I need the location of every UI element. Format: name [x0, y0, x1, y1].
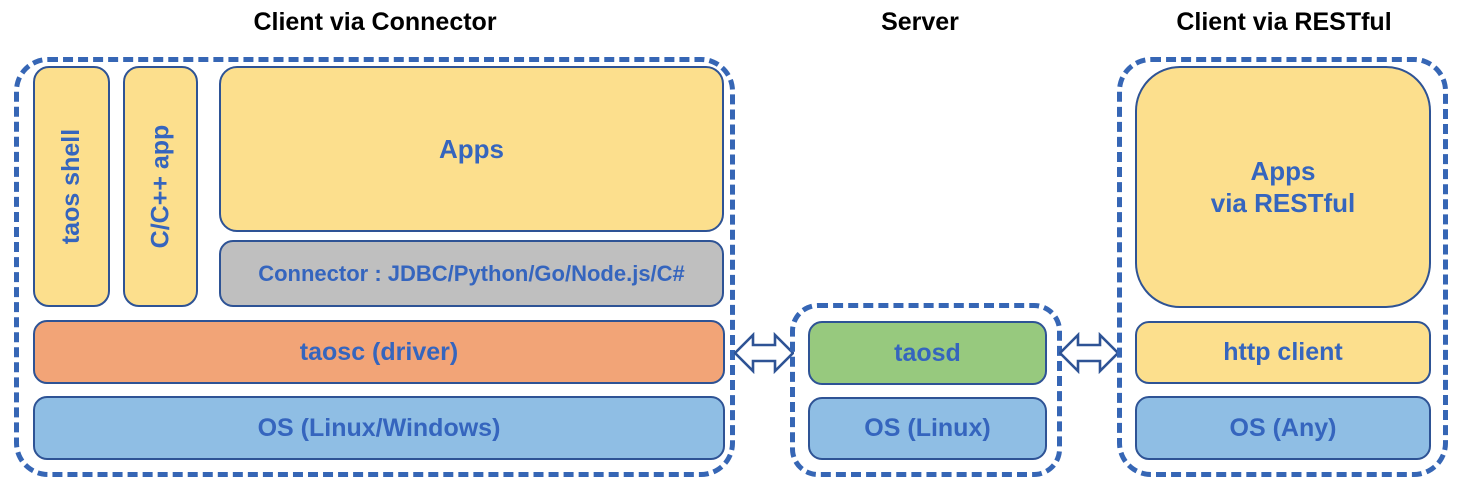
taosd-box: taosd — [808, 321, 1047, 385]
bidirectional-arrow-icon-right — [1059, 332, 1119, 374]
taos-shell-label: taos shell — [57, 128, 86, 245]
server-group-border — [790, 303, 1062, 477]
apps-via-restful-label-line2: via RESTful — [1210, 188, 1356, 218]
server-title: Server — [881, 8, 959, 36]
apps-via-restful-label-line1: Apps — [1250, 155, 1316, 186]
http-client-label: http client — [1223, 338, 1343, 366]
http-client-box: http client — [1135, 321, 1431, 384]
taosc-driver-box: taosc (driver) — [33, 320, 725, 384]
apps-via-restful-box: Apps via RESTful — [1135, 66, 1431, 308]
taos-shell-box: taos shell — [33, 66, 110, 307]
taosd-label: taosd — [894, 338, 961, 367]
os-any-label: OS (Any) — [1229, 413, 1337, 442]
cpp-app-box: C/C++ app — [123, 66, 198, 307]
client-restful-group-border — [1117, 57, 1448, 477]
apps-label: Apps — [439, 133, 504, 164]
cpp-app-label: C/C++ app — [146, 124, 174, 249]
os-linux-windows-label: OS (Linux/Windows) — [257, 413, 501, 442]
apps-via-restful-label: Apps via RESTful — [1211, 155, 1355, 220]
client-connector-title: Client via Connector — [253, 8, 497, 36]
connector-label: Connector : JDBC/Python/Go/Node.js/C# — [258, 260, 685, 286]
os-linux-label: OS (Linux) — [864, 414, 991, 442]
apps-box: Apps — [219, 66, 724, 232]
taosc-driver-label: taosc (driver) — [299, 337, 459, 366]
client-connector-group-border — [14, 57, 735, 477]
bidirectional-arrow-icon-left — [734, 332, 794, 374]
client-restful-title: Client via RESTful — [1176, 8, 1392, 36]
os-linux-windows-box: OS (Linux/Windows) — [33, 396, 725, 460]
connector-box: Connector : JDBC/Python/Go/Node.js/C# — [219, 240, 724, 307]
os-any-box: OS (Any) — [1135, 396, 1431, 460]
os-linux-box: OS (Linux) — [808, 397, 1047, 460]
